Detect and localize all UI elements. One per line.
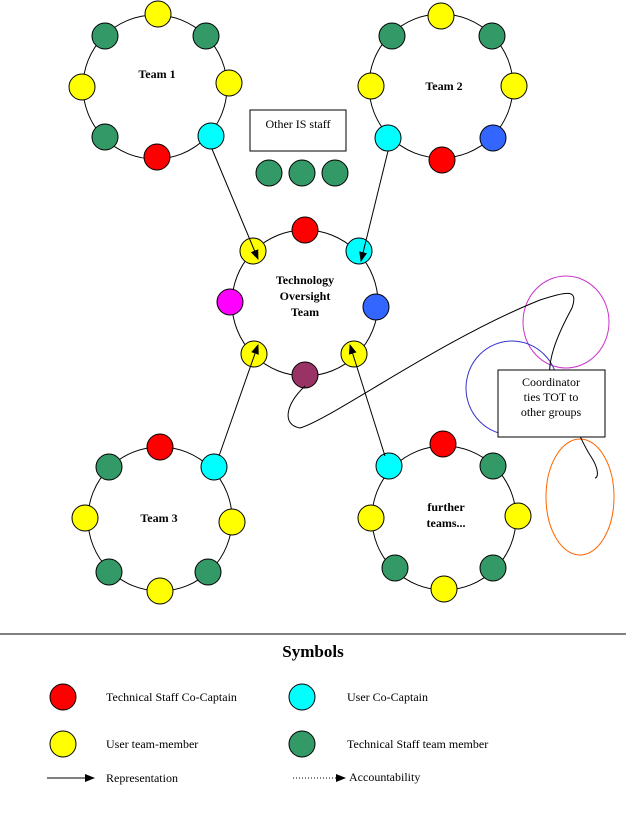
representation-arrows [211,148,389,457]
technical-member [378,22,406,50]
further-teams-label-line-1: further [427,500,465,514]
further-teams-group: further teams... [357,430,532,603]
user-member [500,72,528,100]
team-2-label: Team 2 [425,79,462,93]
user-co-captain [345,237,373,265]
other-is-staff-box [249,109,347,152]
further-teams-label-line-2: teams... [427,516,466,530]
user-member [239,237,267,265]
legend-label-representation: Representation [106,771,178,785]
technical-member [479,452,507,480]
legend-label-accountability: Accountability [349,770,420,784]
legend-swatch-user-member [49,730,77,758]
representation-arrow [359,150,389,262]
technical-member [95,453,123,481]
technical-co-captain [429,430,457,458]
user-co-captain [375,452,403,480]
legend-label-user-member: User team-member [106,737,198,751]
user-member [504,502,532,530]
legend-swatch-technical-member [288,730,316,758]
blue-member [362,293,390,321]
user-member [71,504,99,532]
legend-swatch-user-co-captain [288,683,316,711]
tot-label-line-2: Oversight [280,289,331,303]
user-member [144,0,172,28]
coordinator-loops: Coordinator ties TOT to other groups [287,275,615,556]
user-member [218,508,246,536]
team-2-group: Team 2 [357,2,528,174]
user-member [146,577,174,605]
other-is-staff-label: Other IS staff [265,117,330,131]
technical-member [91,123,119,151]
symbols-legend: Symbols Technical Staff Co-Captain User … [47,642,488,785]
technical-member [479,554,507,582]
technical-member [91,22,119,50]
coordinator-box [497,369,606,438]
technical-member [288,159,316,187]
representation-arrow [211,148,259,260]
technical-member [95,558,123,586]
legend-label-user-co-captain: User Co-Captain [347,690,428,704]
coordinator-loop-magenta [522,275,610,369]
team-3-label: Team 3 [140,511,177,525]
tot-label-line-3: Team [291,305,319,319]
magenta-member [216,288,244,316]
user-co-captain [197,122,225,150]
technical-co-captain [146,433,174,461]
legend-swatch-technical-co-captain [49,683,77,711]
user-member [430,575,458,603]
user-member [357,504,385,532]
team-3-group: Team 3 [71,433,246,605]
tot-label-line-1: Technology [276,273,334,287]
technical-member [478,22,506,50]
technical-co-captain [428,146,456,174]
coordinator-text-line-2: ties TOT to [524,390,579,404]
technical-member [381,554,409,582]
technical-member [321,159,349,187]
technical-co-captain [143,143,171,171]
user-member [68,73,96,101]
legend-label-technical-member: Technical Staff team member [347,737,488,751]
representation-arrow [218,344,259,457]
technical-member [194,558,222,586]
user-member [240,340,268,368]
technology-oversight-team-group: Technology Oversight Team [216,216,390,389]
user-co-captain [200,453,228,481]
other-is-staff-group: Other IS staff [249,109,349,187]
blue-member [479,124,507,152]
user-member [427,2,455,30]
coordinator-loop-orange [545,438,615,556]
legend-label-technical-co-captain: Technical Staff Co-Captain [106,690,237,704]
team-1-label: Team 1 [138,67,175,81]
user-member [340,340,368,368]
team-1-group: Team 1 [68,0,243,171]
user-co-captain [374,124,402,152]
symbols-title: Symbols [282,642,344,661]
user-member [357,72,385,100]
coordinator-text-line-1: Coordinator [522,375,580,389]
coordinator-curve [287,292,598,479]
user-member [215,69,243,97]
technical-member [255,159,283,187]
representation-arrow [348,344,386,457]
technical-member [192,22,220,50]
coordinator-text-line-3: other groups [521,405,582,419]
technical-co-captain [291,216,319,244]
coordinator-member [291,361,319,389]
